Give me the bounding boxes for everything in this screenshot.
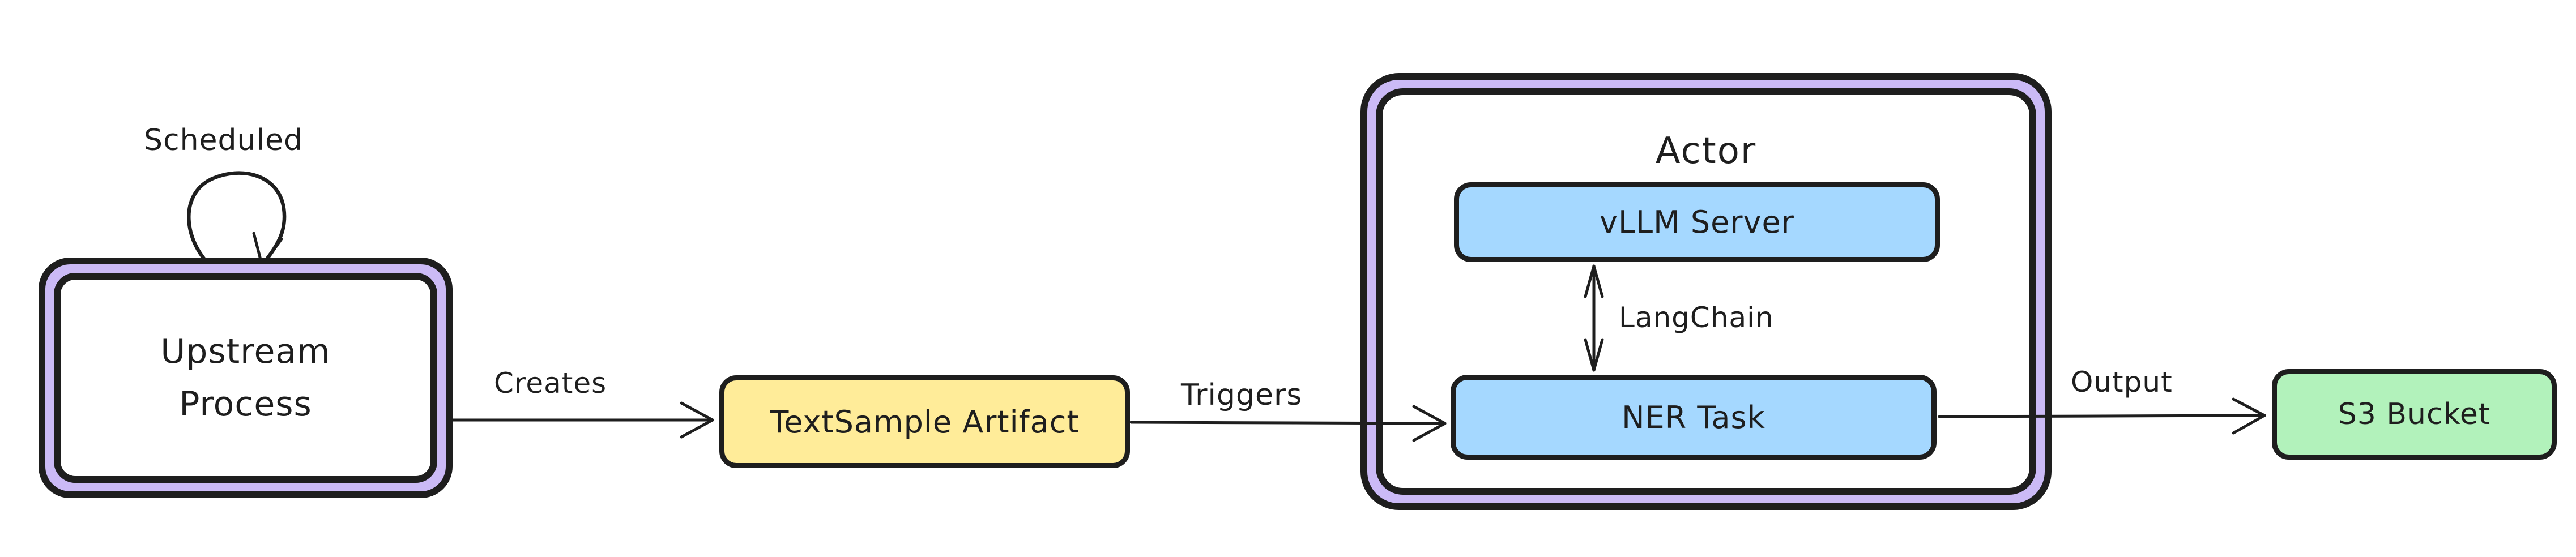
node-s3-bucket: S3 Bucket [2272,369,2557,460]
node-s3-bucket-label: S3 Bucket [2338,397,2491,431]
node-upstream-process: Upstream Process [39,258,453,498]
node-ner-task-label: NER Task [1622,399,1765,435]
node-upstream-process-label: Upstream Process [160,331,331,424]
node-ner-task: NER Task [1451,375,1937,460]
node-actor-label: Actor [1655,130,1757,172]
edge-label-output: Output [2071,366,2173,399]
scheduled-loop-arrow [187,171,287,268]
node-textsample-artifact: TextSample Artifact [719,375,1130,468]
node-upstream-process-inner: Upstream Process [54,273,437,483]
node-vllm-server-label: vLLM Server [1600,204,1794,240]
edge-label-langchain: LangChain [1619,301,1774,334]
creates-arrow [451,401,714,439]
node-textsample-artifact-label: TextSample Artifact [770,404,1080,440]
edge-label-triggers: Triggers [1181,378,1303,412]
node-vllm-server: vLLM Server [1454,182,1940,262]
edge-label-creates: Creates [494,367,607,400]
edge-label-scheduled: Scheduled [144,123,303,157]
